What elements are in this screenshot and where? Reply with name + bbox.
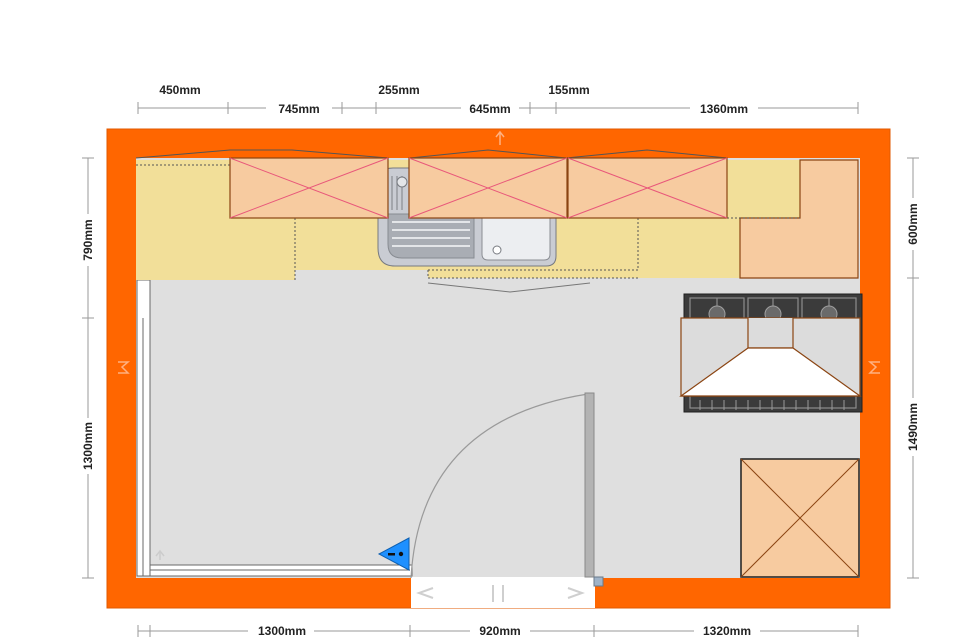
dim-bottom-920: 920mm <box>479 624 520 637</box>
left-window[interactable] <box>136 279 413 577</box>
tall-cabinet-bottom-right[interactable] <box>740 458 860 578</box>
dim-bottom-1300: 1300mm <box>258 624 306 637</box>
door-swing-icon[interactable] <box>410 392 604 587</box>
dimension-label-backgrounds <box>81 101 920 637</box>
dim-top-155: 155mm <box>548 83 589 97</box>
dim-left-1300: 1300mm <box>81 422 95 470</box>
dim-top-1360: 1360mm <box>700 102 748 116</box>
dim-top-745: 745mm <box>278 102 319 116</box>
dim-left-790: 790mm <box>81 219 95 260</box>
wall-cabinet-2[interactable] <box>408 157 568 219</box>
wall-cabinet-1[interactable] <box>229 157 389 219</box>
camera-marker-icon[interactable] <box>377 537 410 571</box>
dim-right-1490: 1490mm <box>906 403 920 451</box>
range-hood-icon[interactable] <box>679 317 862 397</box>
dim-top-255: 255mm <box>378 83 419 97</box>
dim-bottom-1320: 1320mm <box>703 624 751 637</box>
wall-arrow-markers <box>118 130 880 374</box>
dim-top-645: 645mm <box>469 102 510 116</box>
corner-tall-unit[interactable] <box>727 159 859 279</box>
dim-top-450: 450mm <box>159 83 200 97</box>
wall-cabinet-3[interactable] <box>567 157 728 219</box>
dim-right-600: 600mm <box>906 203 920 244</box>
